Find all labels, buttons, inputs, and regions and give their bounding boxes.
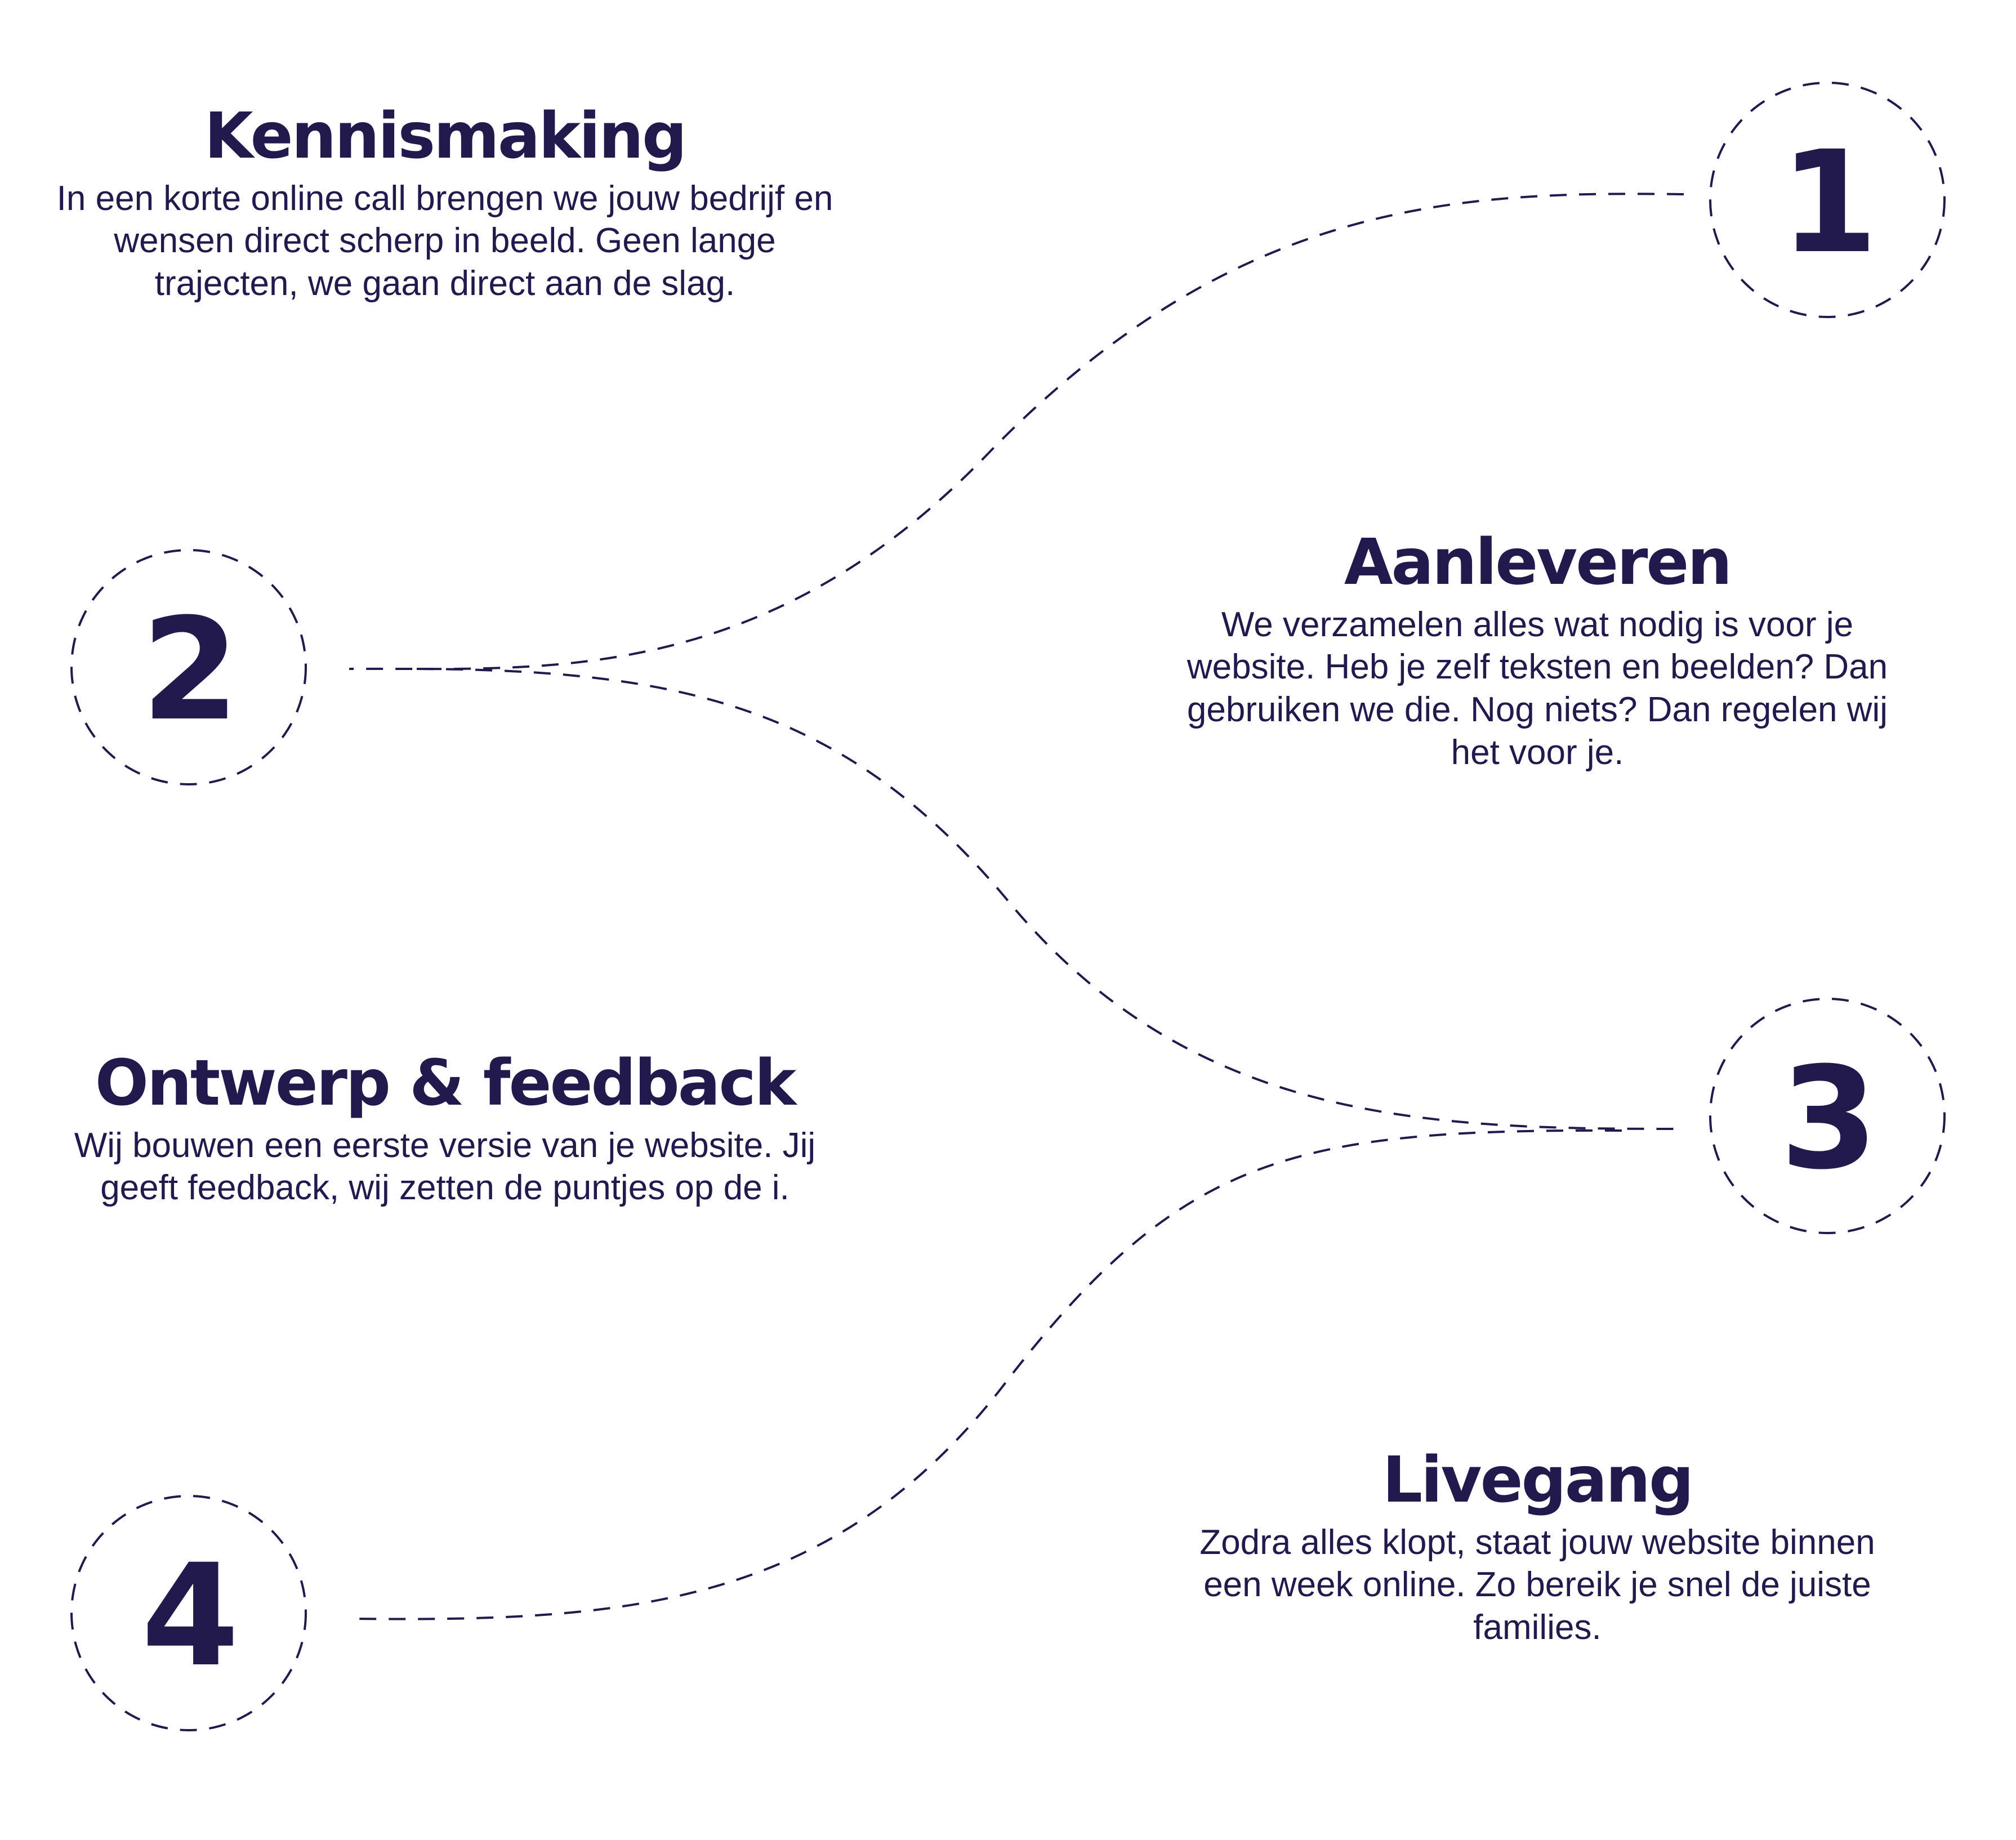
step-3-number: 3 xyxy=(1780,1037,1878,1200)
step-1-title: Kennismaking xyxy=(204,100,687,173)
step-2-text: Aanleveren We verzamelen alles wat nodig… xyxy=(1171,526,1903,774)
step-1-text: Kennismaking In een korte online call br… xyxy=(23,100,867,305)
connector-3-to-4 xyxy=(349,1129,1622,1620)
step-2-number: 2 xyxy=(141,588,239,752)
connector-2-to-3 xyxy=(416,668,1684,1130)
dashed-circle-icon xyxy=(70,1495,307,1731)
dashed-circle-icon xyxy=(1709,998,1946,1234)
connector-1-to-2 xyxy=(349,193,1684,671)
step-3-text: Ontwerp & feedback Wij bouwen een eerste… xyxy=(34,1047,856,1209)
step-1-circle: 1 xyxy=(1709,82,1946,318)
step-3-circle: 3 xyxy=(1709,998,1946,1234)
step-4-description: Zodra alles klopt, staat jouw website bi… xyxy=(1199,1522,1875,1647)
step-4-text: Livegang Zodra alles klopt, staat jouw w… xyxy=(1171,1444,1903,1649)
dashed-circle-icon xyxy=(70,549,307,785)
step-3-title: Ontwerp & feedback xyxy=(95,1047,796,1120)
step-4-circle: 4 xyxy=(70,1495,307,1731)
dashed-circle-icon xyxy=(1709,82,1946,318)
step-3-description: Wij bouwen een eerste versie van je webs… xyxy=(74,1126,816,1208)
step-4-title: Livegang xyxy=(1382,1444,1694,1517)
step-1-number: 1 xyxy=(1780,120,1878,284)
step-1-description: In een korte online call brengen we jouw… xyxy=(56,178,833,303)
step-2-circle: 2 xyxy=(70,549,307,785)
step-2-description: We verzamelen alles wat nodig is voor je… xyxy=(1187,605,1888,772)
step-2-title: Aanleveren xyxy=(1344,526,1732,599)
step-4-number: 4 xyxy=(141,1534,239,1698)
